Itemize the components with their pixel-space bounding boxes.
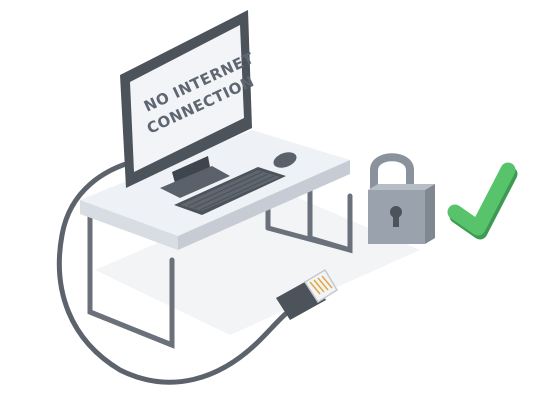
monitor: NO INTERNET CONNECTION: [120, 10, 257, 198]
checkmark-icon: [447, 162, 518, 240]
keyboard: [174, 167, 286, 215]
floor-shadow: [95, 190, 420, 335]
ethernet-plug-icon: [276, 268, 339, 320]
padlock-icon: [368, 153, 435, 244]
ethernet-cable: [56, 157, 303, 385]
mouse: [273, 152, 297, 168]
